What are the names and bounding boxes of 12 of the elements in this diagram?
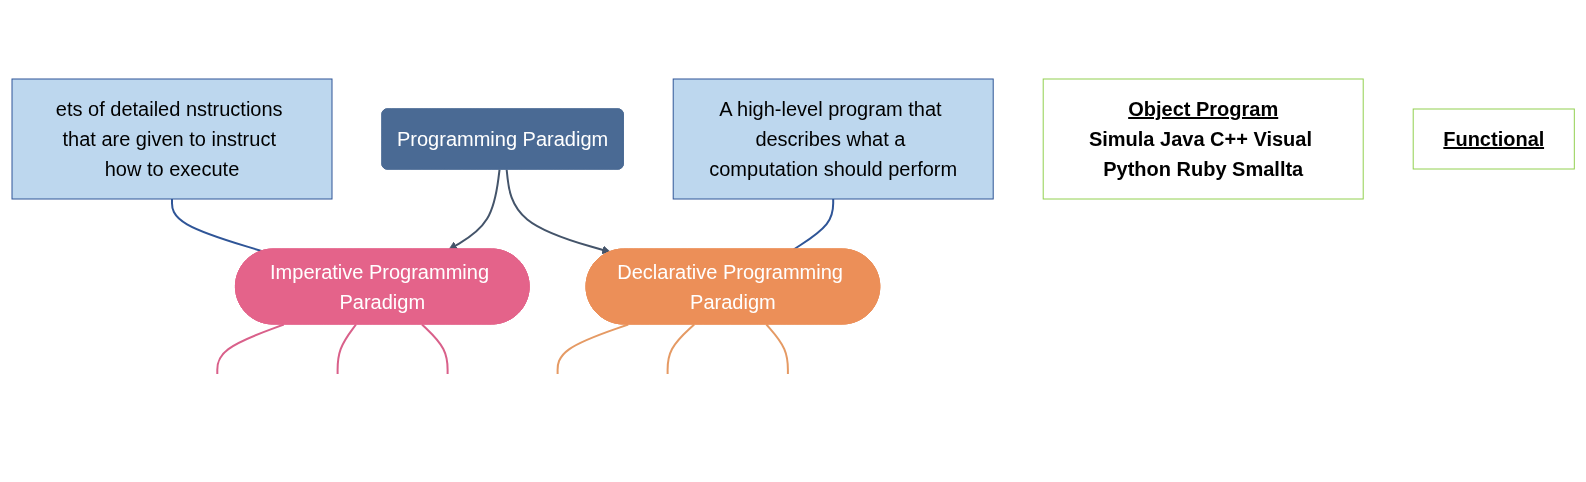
connector bbox=[216, 323, 285, 375]
node-box: Object Program Simula Java C++ Visual Python Ruby Smallta bbox=[1042, 78, 1364, 199]
connector bbox=[765, 323, 789, 375]
node-box: A high-level program that describes what a computation should perform bbox=[672, 78, 994, 199]
connector bbox=[336, 323, 357, 375]
connector bbox=[556, 323, 630, 375]
arrow bbox=[505, 168, 611, 254]
connector bbox=[420, 323, 449, 375]
connector bbox=[666, 323, 696, 375]
node-box: Functional bbox=[1412, 108, 1575, 169]
node-box: ets of detailed nstructions that are given to instruct how to execute bbox=[11, 78, 333, 199]
arrow bbox=[448, 168, 501, 250]
